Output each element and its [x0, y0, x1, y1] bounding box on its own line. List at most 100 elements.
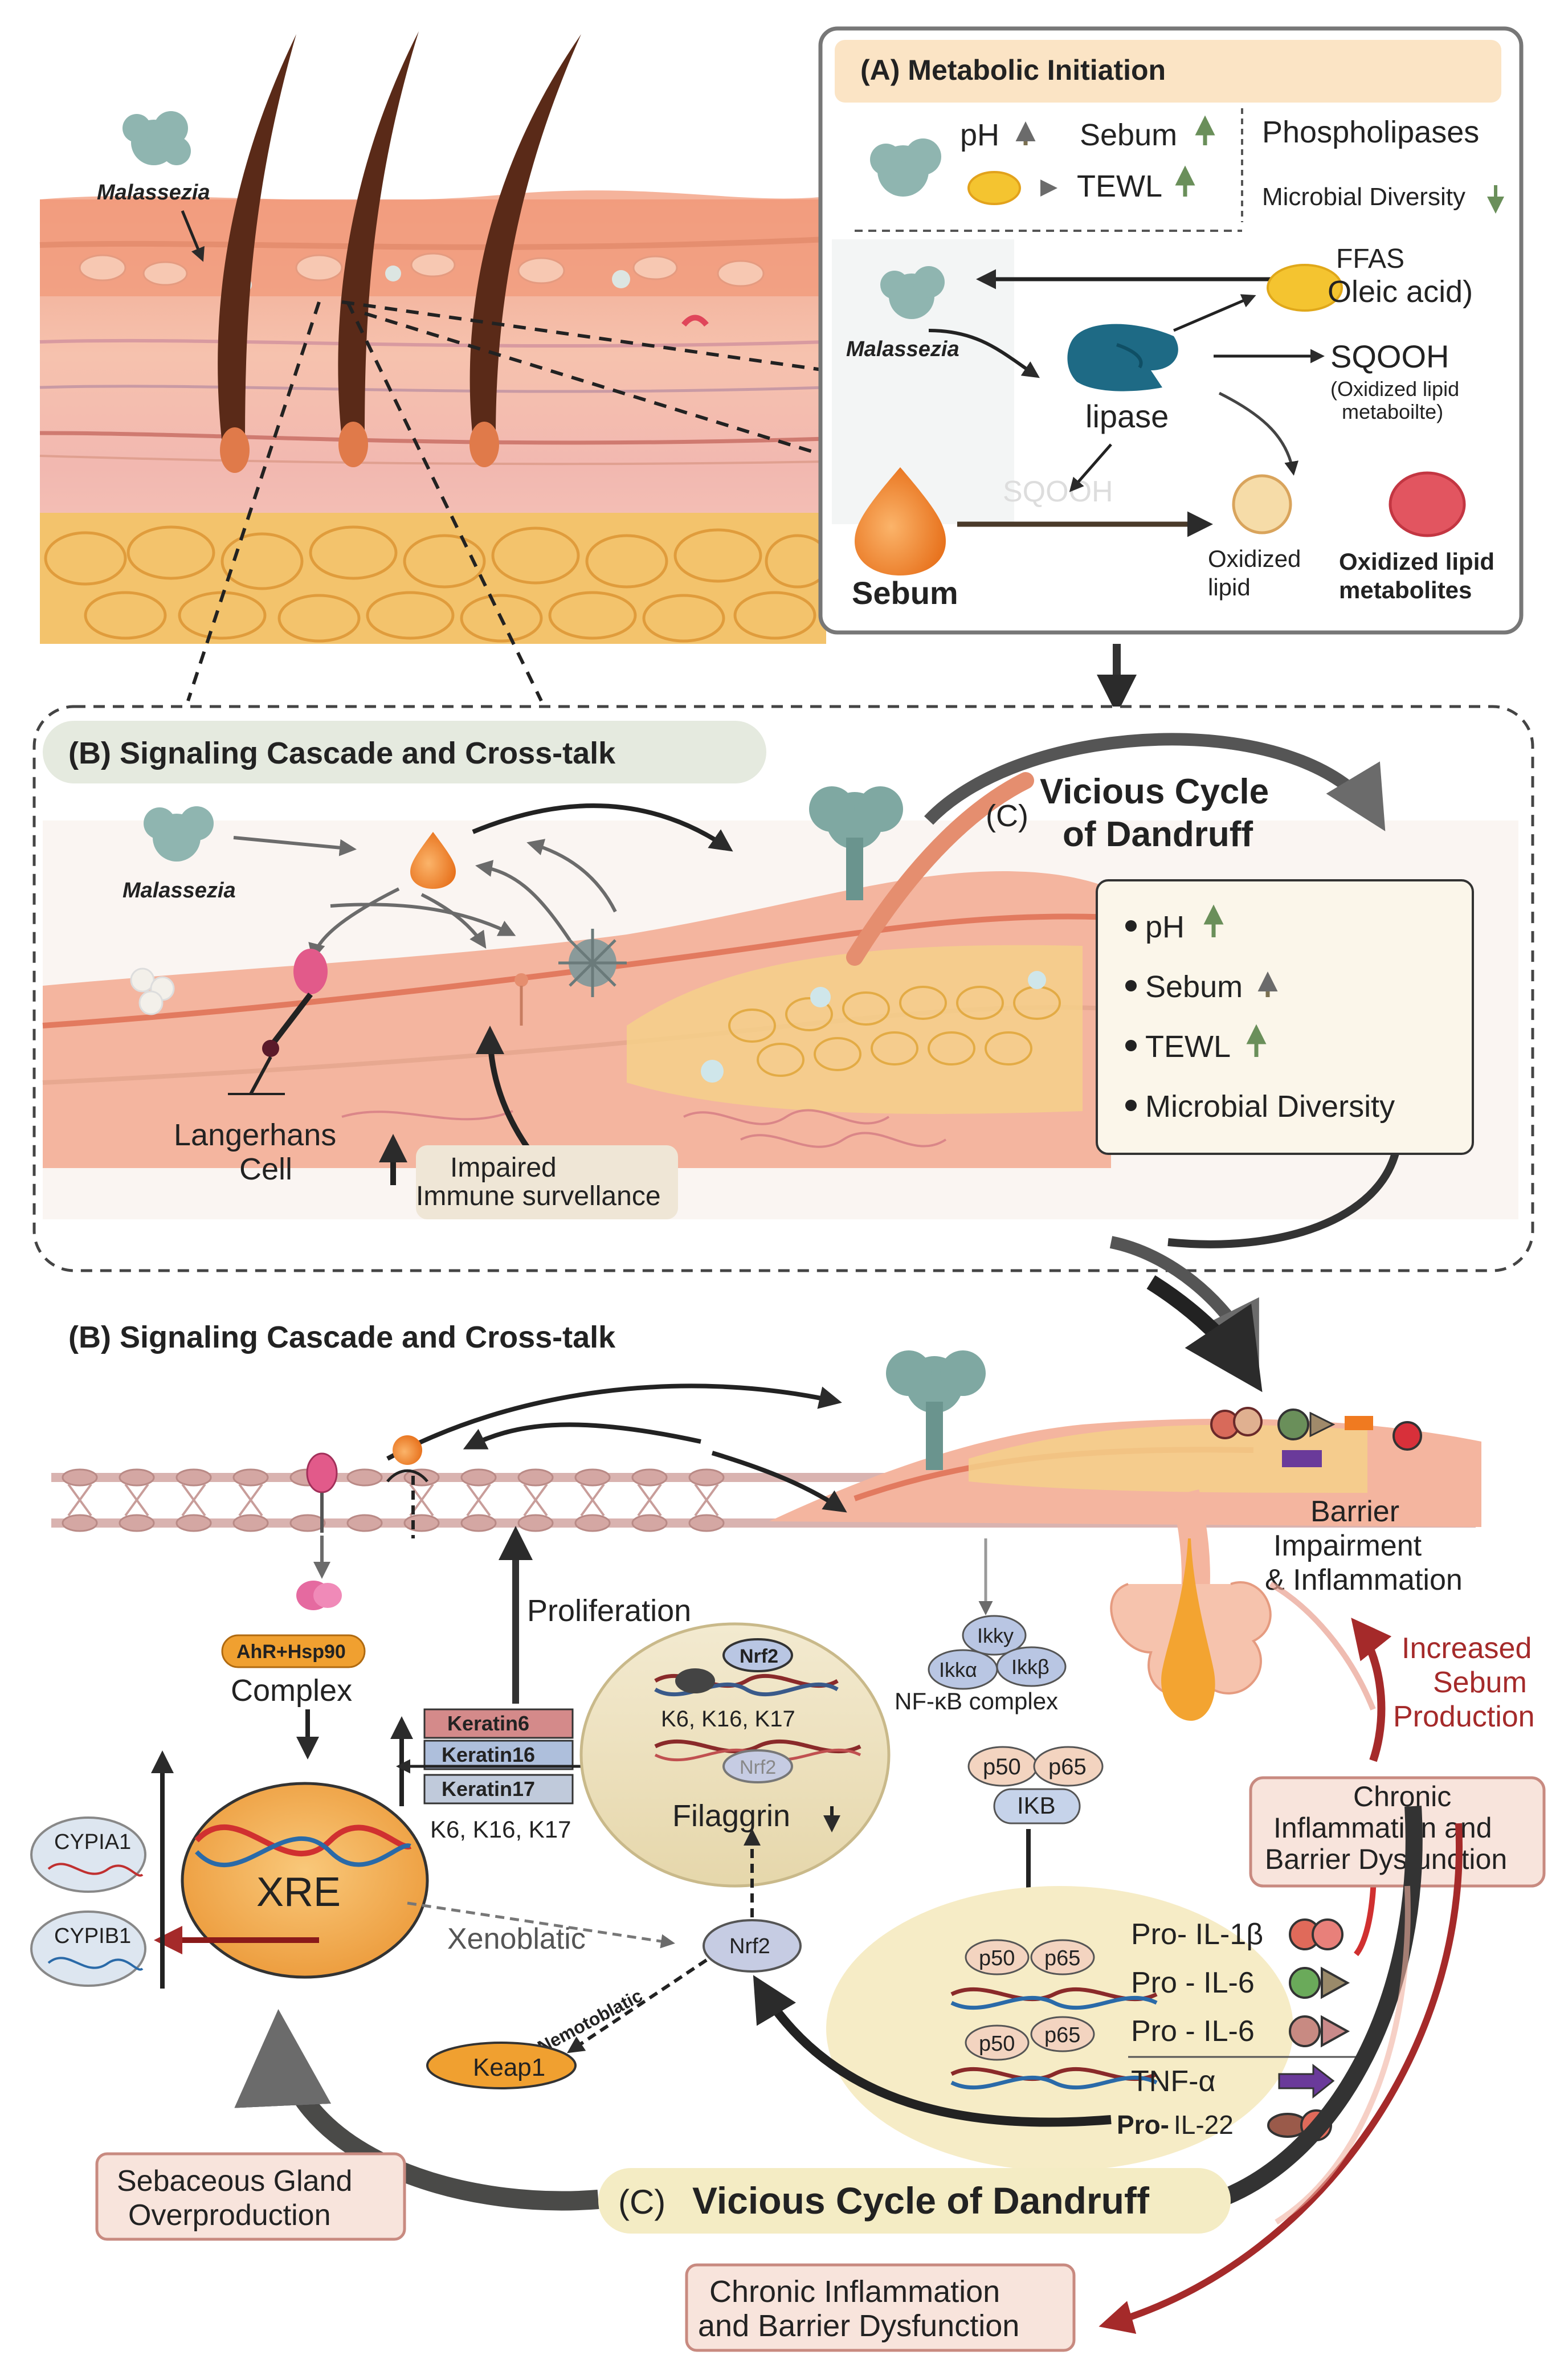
langerhans-label-1: Langerhans [174, 1118, 336, 1152]
panel-c-top-title-2: of Dandruff [1063, 815, 1253, 854]
skin-cross-section: Malassezia [39, 31, 831, 702]
proliferation-label: Proliferation [527, 1594, 691, 1628]
sebum-prod-2: Sebum [1433, 1666, 1527, 1699]
panel-a-malassezia-label: Malassezia [846, 337, 959, 361]
cycle-banner [598, 2168, 1231, 2234]
malassezia-cell-icon [144, 806, 214, 862]
sebum-prod-3: Production [1393, 1700, 1535, 1733]
ikkb-label: Ikkβ [1011, 1655, 1050, 1679]
oxidized-metabolites-1: Oxidized lipid [1339, 548, 1494, 575]
panel-c-top-title-1: Vicious Cycle [1040, 772, 1269, 811]
sebum-drop-icon [855, 467, 946, 575]
nrf2-label: Nrf2 [729, 1934, 770, 1958]
c-item-sebum: Sebum [1145, 970, 1243, 1004]
skin-malassezia-label: Malassezia [97, 181, 210, 205]
metric-sebum: Sebum [1080, 118, 1177, 152]
oxidized-lipid-1: Oxidized [1208, 545, 1301, 572]
nfkb-label: NF-κB complex [895, 1688, 1058, 1714]
barrier-label-1: Barrier [1310, 1495, 1399, 1528]
p50-label: p50 [983, 1754, 1021, 1779]
malassezia-cell-icon [880, 266, 945, 319]
chronic-bottom-2: and Barrier Dysfunction [698, 2309, 1019, 2343]
p50-p65-ikb: p50 p65 IKB [967, 1746, 1104, 1824]
receptor-icon [306, 1452, 338, 1533]
sebum-drop-icon [410, 832, 456, 889]
keap1-label: Keap1 [473, 2054, 545, 2081]
cytokine-il1b: Pro- IL-1β [1131, 1918, 1263, 1951]
p50-label-3: p50 [979, 2032, 1015, 2056]
p50-label-2: p50 [979, 1946, 1015, 1970]
c-item-ph: pH [1145, 910, 1185, 944]
ffas-label: FFAS [1336, 244, 1404, 274]
ikb-label: IKB [1017, 1792, 1056, 1819]
sebaceous-1: Sebaceous Gland [117, 2165, 352, 2198]
panel-b-bottom-title: (B) Signaling Cascade and Cross-talk [68, 1320, 616, 1354]
ikk-complex: Ikky Ikkα Ikkβ [928, 1615, 1067, 1690]
keratin-6: Keratin6 [447, 1712, 529, 1735]
keratin-16: Keratin16 [442, 1743, 535, 1766]
chronic-box-3: Barrier Dysfunction [1265, 1843, 1507, 1875]
cytokine-list: Pro- IL-1β Pro - IL-6 Pro - IL-6 TNF-α P… [1117, 1918, 1356, 2141]
p65-label-2: p65 [1044, 1946, 1080, 1970]
sebaceous-gland-icon [1110, 1489, 1272, 1721]
panel-c-top-prefix: (C) [986, 799, 1028, 833]
oleic-acid-label: Oleic acid) [1328, 275, 1473, 309]
ikka-label: Ikkα [939, 1658, 977, 1681]
nucleus-nrf2-faint: Nrf2 [740, 1757, 776, 1778]
keratin-17: Keratin17 [442, 1777, 535, 1801]
il6-a-icon [1289, 1967, 1321, 1999]
impaired-label-2: Immune survellance [416, 1181, 661, 1211]
metric-tewl: TEWL [1077, 169, 1162, 203]
cycle-title: Vicious Cycle of Dandruff [692, 2179, 1150, 2222]
ikky-label: Ikky [977, 1624, 1014, 1647]
oxidized-lipid-2: lipid [1208, 574, 1251, 601]
oxidized-metabolites-2: metabolites [1339, 577, 1472, 603]
panel-a-sebum-label: Sebum [852, 575, 958, 611]
tnf-arrow-icon [1278, 2063, 1335, 2099]
cytokine-il22: IL-22 [1174, 2110, 1234, 2140]
langerhans-label-2: Cell [239, 1152, 292, 1186]
chronic-box-bottom [685, 2263, 1076, 2352]
malassezia-cell-icon [870, 138, 941, 197]
metric-microbial-diversity: Microbial Diversity [1262, 183, 1465, 211]
panel-b-top-title: (B) Signaling Cascade and Cross-talk [68, 736, 616, 770]
oxidized-lipid-icon [1232, 474, 1292, 534]
barrier-label-3: & Inflammation [1265, 1563, 1463, 1597]
langerhans-cell-icon [228, 949, 328, 1095]
sqooh-note-2: metaboilte) [1342, 400, 1443, 423]
cyp1a1-label: CYPIA1 [54, 1830, 131, 1854]
nucleus-nrf2-label: Nrf2 [740, 1646, 778, 1667]
nrf2-node [703, 1919, 802, 1973]
metric-phospholipases: Phospholipases [1262, 115, 1479, 149]
sebum-droplet-icon [967, 171, 1021, 205]
filaggrin-label: Filaggrin [672, 1799, 790, 1833]
il6-b-icon [1289, 2015, 1321, 2047]
sqooh-note-1: (Oxidized lipid [1330, 377, 1459, 401]
xre-label: XRE [256, 1869, 341, 1915]
k-caption: K6, K16, K17 [430, 1816, 571, 1843]
nfkb-dna: p50 p65 p50 p65 [950, 1939, 1158, 2090]
ahr-label: AhR+Hsp90 [236, 1641, 346, 1663]
complex-label: Complex [231, 1673, 352, 1708]
c-item-diversity: Microbial Diversity [1145, 1089, 1395, 1124]
panel-a-title: (A) Metabolic Initiation [860, 54, 1166, 86]
impaired-label-1: Impaired [450, 1153, 557, 1183]
keratin-stack: Keratin6 Keratin16 Keratin17 [423, 1708, 574, 1805]
cytokine-il22-bold: Pro- [1117, 2110, 1169, 2140]
malassezia-cluster-icon [886, 1350, 986, 1470]
sqooh-label: SQOOH [1330, 338, 1449, 374]
barrier-label-2: Impairment [1273, 1529, 1422, 1562]
ahr-complex-icon [296, 1581, 342, 1610]
immune-cell-icon [558, 929, 627, 997]
malassezia-cell-icon [122, 111, 191, 165]
cycle-prefix: (C) [618, 2183, 665, 2221]
ffas-droplet-icon [1267, 264, 1343, 312]
malassezia-cluster-icon [809, 786, 903, 900]
cytokine-cluster-icon [1210, 1407, 1422, 1467]
chronic-bottom-1: Chronic Inflammation [709, 2275, 1000, 2309]
cytokine-il6-b: Pro - IL-6 [1131, 2015, 1255, 2048]
sebaceous-box [95, 2152, 406, 2241]
chronic-box-right [1249, 1776, 1546, 1888]
panel-c-top-list: pH Sebum TEWL Microbial Diversity [1125, 904, 1395, 1124]
